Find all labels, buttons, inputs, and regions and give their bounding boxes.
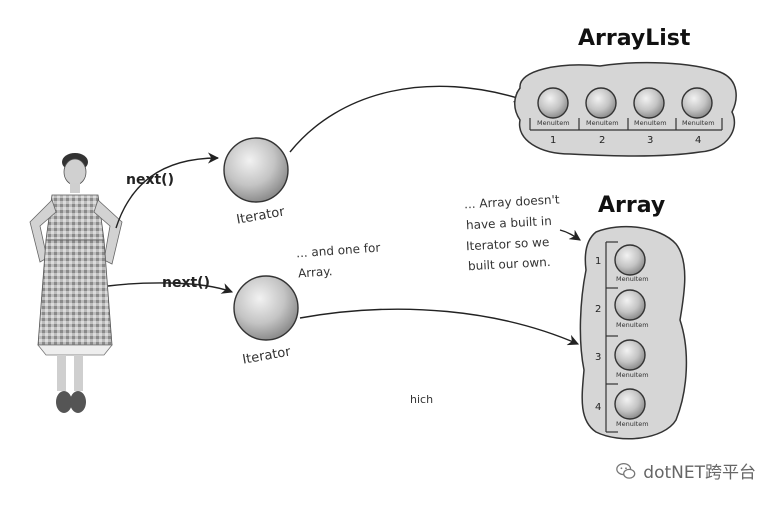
iterator-bottom-label: Iterator (241, 344, 292, 367)
wechat-icon (616, 462, 636, 479)
array-index: 3 (595, 352, 601, 363)
array-title: Array (598, 193, 665, 218)
array-index: 2 (595, 304, 601, 315)
stray-text: hich (410, 393, 433, 406)
arraylist-item: MenuItem 1 (537, 87, 570, 146)
arraylist-index: 4 (695, 135, 701, 146)
array-item-label: MenuItem (616, 321, 649, 329)
iterator-to-array-arrow (299, 308, 580, 346)
array-index: 4 (595, 402, 601, 413)
array-item-label: MenuItem (616, 275, 649, 283)
iterator-bottom-ball (233, 275, 299, 341)
array-blob (579, 225, 688, 440)
array-index: 1 (595, 256, 601, 267)
arraylist-item: MenuItem 2 (585, 87, 619, 146)
watermark: dotNET跨平台 (615, 458, 756, 483)
one-for-note-line-2: Array. (298, 264, 333, 280)
array-item: MenuItem 1 (595, 244, 649, 283)
arraylist-blob (514, 61, 737, 157)
arraylist-item-label: MenuItem (586, 119, 619, 127)
array-item: MenuItem 4 (595, 388, 649, 428)
next-arrow-bottom (107, 282, 234, 294)
arraylist-item-label: MenuItem (682, 119, 715, 127)
array-note-line-4: built our own. (468, 255, 551, 273)
note-to-array-arrow (559, 229, 581, 241)
woman-figure (29, 153, 123, 413)
arraylist-title: ArrayList (578, 26, 691, 51)
next-call-bottom: next() (162, 275, 210, 291)
array-item: MenuItem 3 (595, 339, 649, 379)
iterator-top-ball (223, 137, 289, 203)
array-item-label: MenuItem (616, 420, 649, 428)
next-call-top: next() (126, 172, 174, 188)
arraylist-index: 1 (550, 135, 556, 146)
arraylist-index: 3 (647, 135, 653, 146)
array-note-line-1: ... Array doesn't (464, 192, 560, 211)
array-note-line-2: have a built in (466, 214, 552, 232)
arraylist-item-label: MenuItem (634, 119, 667, 127)
arraylist-item: MenuItem 3 (633, 87, 667, 146)
arraylist-index: 2 (599, 135, 605, 146)
next-arrow-top (115, 152, 220, 229)
array-note-line-3: Iterator so we (466, 235, 550, 253)
one-for-note-line-1: ... and one for (296, 241, 381, 261)
iterator-to-arraylist-arrow (289, 85, 526, 153)
iterator-top-label: Iterator (235, 204, 286, 227)
watermark-text: dotNET跨平台 (643, 463, 756, 483)
array-item-label: MenuItem (616, 371, 649, 379)
arraylist-item: MenuItem 4 (681, 87, 715, 146)
arraylist-item-label: MenuItem (537, 119, 570, 127)
array-item: MenuItem 2 (595, 289, 649, 329)
